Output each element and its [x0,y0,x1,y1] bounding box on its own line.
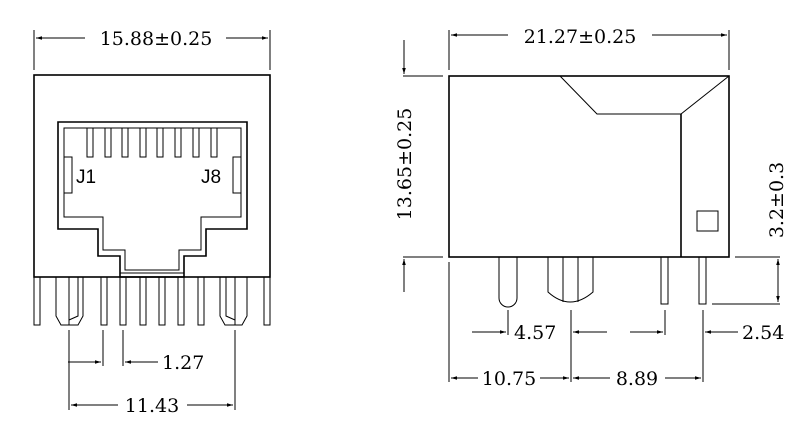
length-dimension: 21.27±0.25 [524,26,637,48]
side-view: 21.27±0.25 13.65±0.25 3.2±0.3 4.57 2.54 … [394,26,788,390]
front-pins [33,276,271,326]
led-window [696,210,719,232]
side-post [547,257,594,303]
side-pin-2 [698,256,707,305]
latch-profile [559,75,730,115]
left-latch-notch [64,156,73,194]
pin-label-j8: J8 [201,167,221,188]
pin-offset-dimension: 2.54 [742,322,784,344]
pin-label-j1: J1 [76,167,96,188]
contacts [86,127,218,158]
front-view: J1 J8 15.88±0.25 1.27 11 [33,28,271,417]
front-to-post-dimension: 10.75 [482,368,536,390]
side-pin-u [498,257,518,308]
pitch-dimension: 1.27 [162,352,204,374]
pin-length-dimension: 3.2±0.3 [766,162,788,238]
width-dimension: 15.88±0.25 [100,28,213,50]
side-body [448,75,730,258]
post-to-pin-dimension: 8.89 [616,368,658,390]
height-dimension: 13.65±0.25 [394,108,416,221]
side-pin-1 [660,256,669,305]
jack-opening-inner [63,127,242,271]
jack-opening-outer [57,121,248,278]
post-spacing-dimension: 11.43 [125,395,179,417]
post-offset-dimension: 4.57 [514,322,556,344]
right-latch-notch [232,156,241,194]
front-body [33,74,271,278]
